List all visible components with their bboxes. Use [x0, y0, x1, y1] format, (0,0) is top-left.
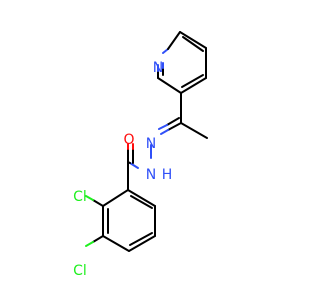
bond: [92, 199, 104, 207]
bond: [180, 122, 208, 139]
bond: [166, 117, 180, 126]
bonds: [85, 31, 208, 252]
bond: [181, 74, 204, 88]
bond: [129, 162, 139, 169]
atom-label-n-amide: N: [146, 167, 156, 183]
bond: [182, 36, 204, 52]
bond: [167, 122, 182, 131]
bond: [130, 195, 153, 209]
bond: [158, 124, 168, 130]
bond: [102, 235, 130, 252]
bond: [102, 189, 129, 207]
bond: [127, 189, 156, 207]
bond: [128, 235, 156, 252]
bond: [129, 232, 153, 246]
bond: [179, 31, 207, 49]
atom-label-cl-3: Cl: [73, 263, 87, 279]
atom-label-o-carbonyl: O: [123, 132, 134, 148]
atom-label-n-py: N: [153, 60, 163, 76]
bond: [167, 31, 181, 50]
bond: [85, 195, 94, 201]
bond: [85, 241, 94, 247]
atom-label-h-amide: H: [162, 167, 173, 183]
bond: [180, 77, 207, 94]
bond: [92, 235, 104, 243]
atom-label-cl-2: Cl: [73, 189, 87, 205]
atom-label-n-imine: N: [146, 136, 156, 152]
bond: [157, 77, 182, 94]
bond: [162, 48, 169, 54]
bond: [160, 129, 169, 135]
